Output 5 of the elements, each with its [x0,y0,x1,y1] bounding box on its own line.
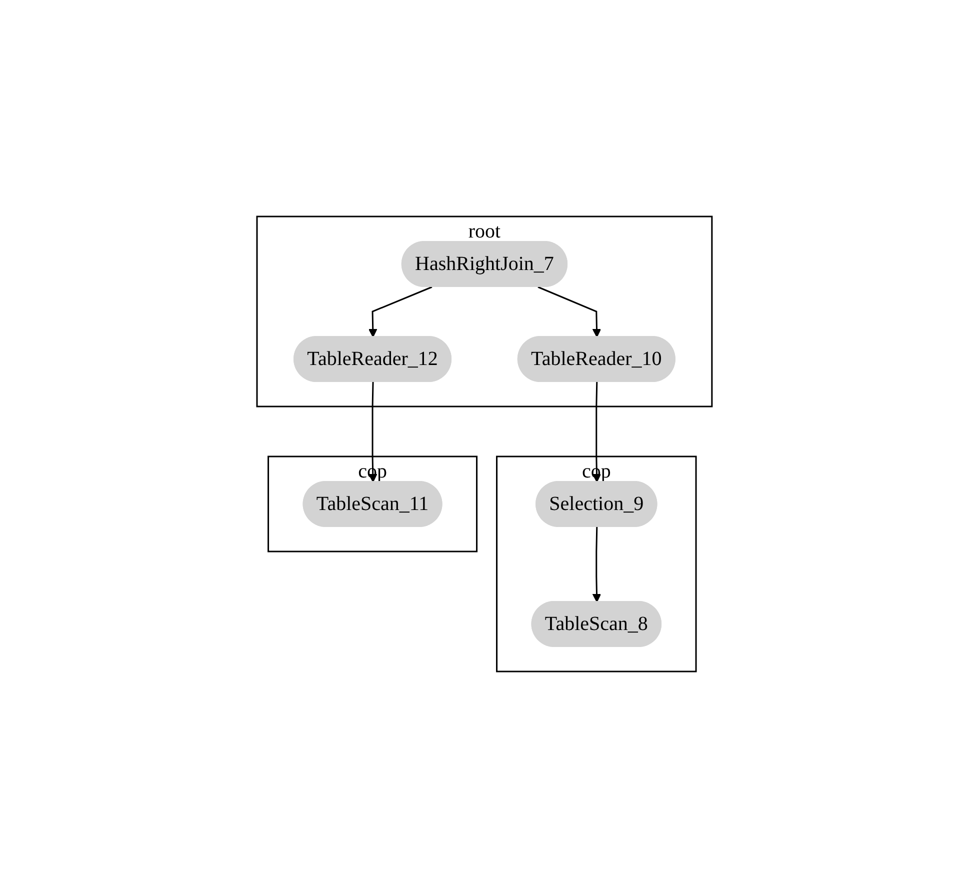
arrow [368,286,432,338]
arrow [592,526,601,602]
arrow [592,382,601,482]
arrow [537,286,601,338]
arrow [368,382,377,482]
